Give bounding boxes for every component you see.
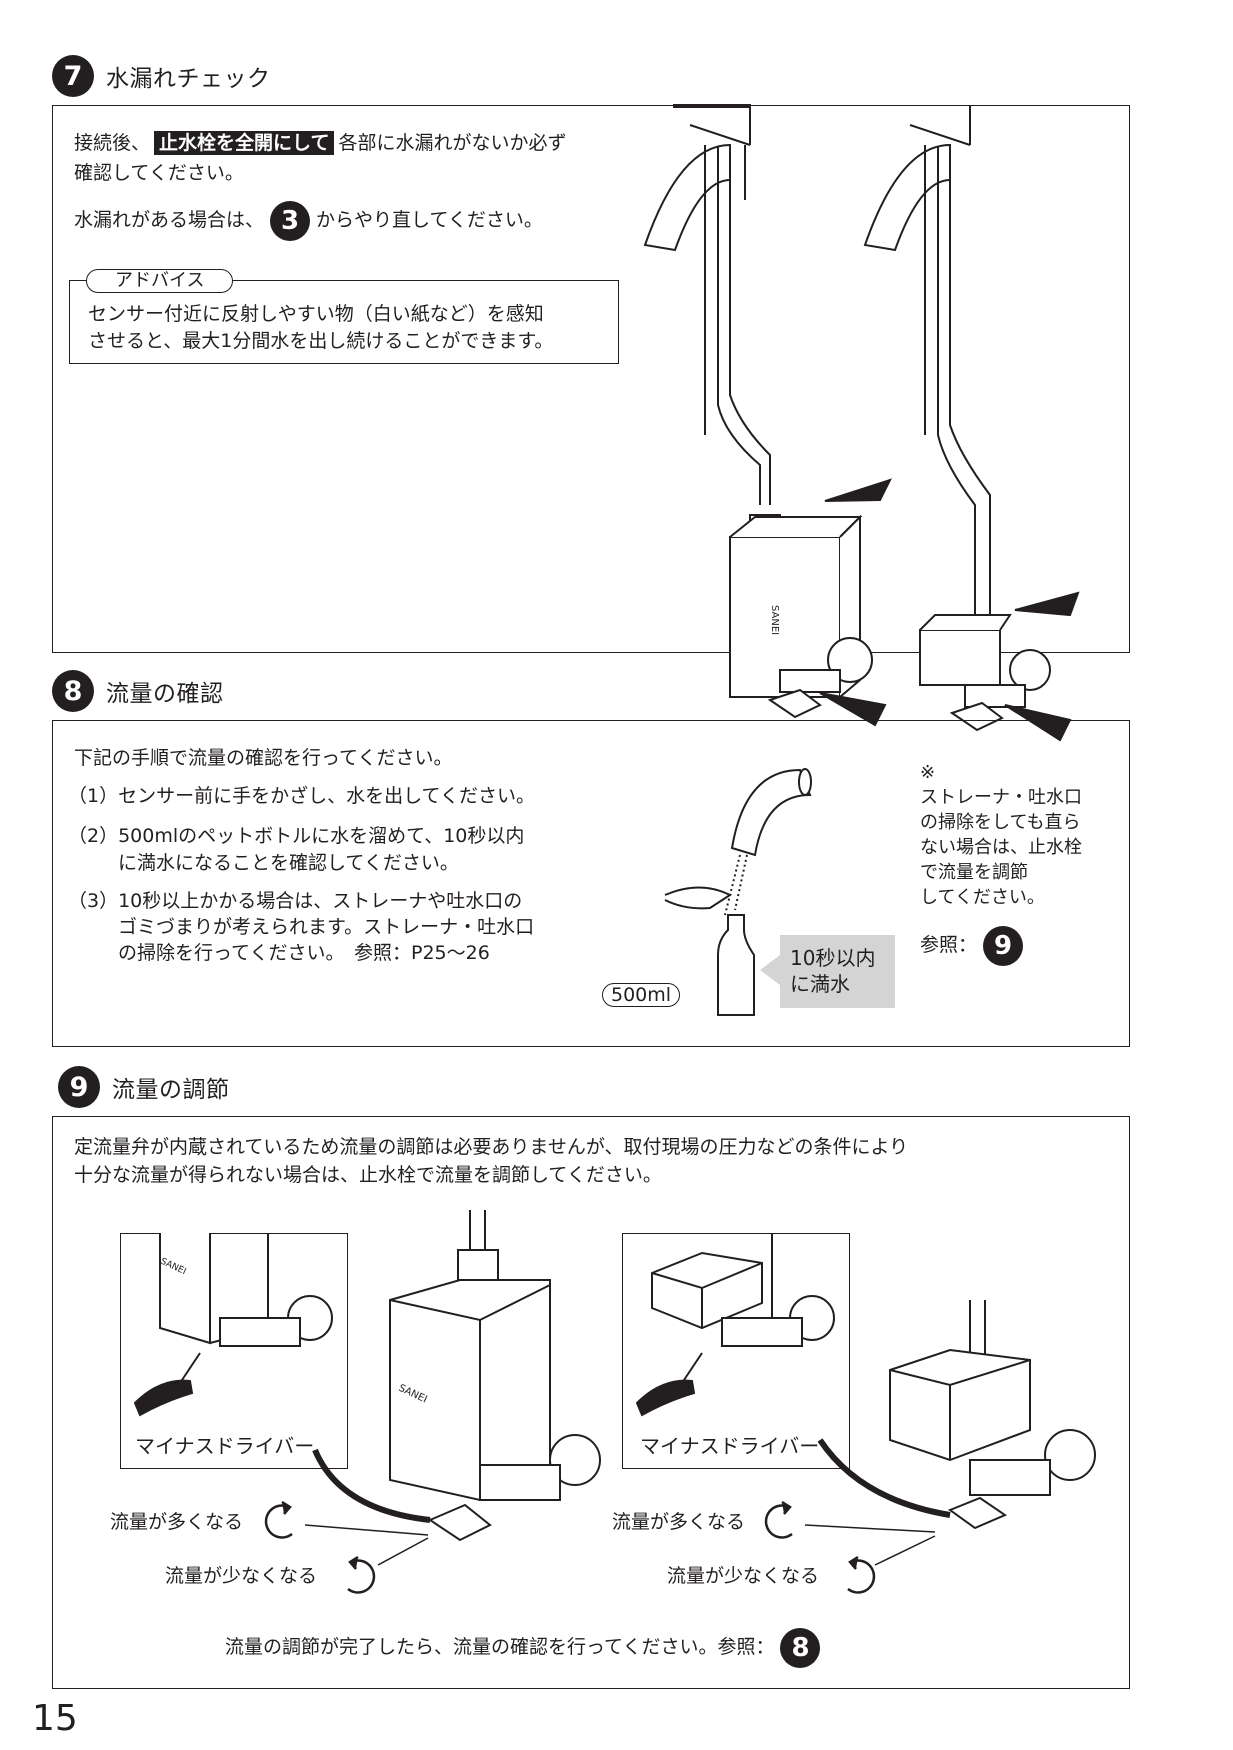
step-reference-badge: 8 bbox=[780, 1627, 821, 1668]
flow-check-intro: 下記の手順で流量の確認を行ってください。 bbox=[74, 747, 453, 769]
bottle-fill-illustration bbox=[664, 768, 812, 1016]
step-number-badge: 8 bbox=[52, 670, 94, 712]
more-flow-label-left: 流量が多くなる bbox=[110, 1511, 244, 1533]
instruction-text: 各部に水漏れがないか必ず bbox=[338, 132, 567, 154]
flow-check-step-1: （1）センサー前に手をかざし、水を出してください。 bbox=[68, 785, 535, 807]
pointer-lines-right bbox=[804, 1524, 936, 1566]
section-9-box bbox=[52, 1116, 1130, 1689]
footer-text: 流量の調節が完了したら、流量の確認を行ってください。参照： bbox=[225, 1636, 775, 1658]
side-note-line: で流量を調節 bbox=[920, 862, 1028, 883]
side-note-line: ない場合は、止水栓 bbox=[920, 837, 1082, 858]
flow-check-step-2-line-1: （2）500mlのペットボトルに水を溜めて、10秒以内 bbox=[68, 825, 525, 847]
instruction-text: 水漏れがある場合は、 bbox=[74, 209, 265, 231]
control-unit-illustration-left: SANEI bbox=[312, 1210, 601, 1542]
note-pointer bbox=[760, 955, 780, 985]
section-title: 水漏れチェック bbox=[106, 66, 271, 92]
page-number: 15 bbox=[32, 1698, 78, 1739]
less-flow-label-right: 流量が少なくなる bbox=[667, 1565, 820, 1587]
advice-line-2: させると、最大1分間水を出し続けることができます。 bbox=[88, 330, 554, 352]
instruction-line-2: 確認してください。 bbox=[74, 162, 244, 184]
side-note-line: ストレーナ・吐水口 bbox=[920, 787, 1082, 808]
screwdriver-inset-left bbox=[120, 1233, 348, 1469]
side-note-line: してください。 bbox=[920, 887, 1045, 908]
side-note: ※ ストレーナ・吐水口 の掃除をしても直ら ない場合は、止水栓 で流量を調節 し… bbox=[920, 760, 1082, 910]
pointer-lines-left bbox=[304, 1524, 429, 1566]
section-9-header: 9 流量の調節 bbox=[58, 1066, 230, 1108]
note-text: に満水 bbox=[790, 972, 850, 996]
section-8-header: 8 流量の確認 bbox=[52, 670, 224, 712]
advice-tag: アドバイス bbox=[86, 269, 234, 293]
flow-adjust-intro-line-2: 十分な流量が得られない場合は、止水栓で流量を調節してください。 bbox=[74, 1164, 662, 1186]
side-note-reference: 参照：9 bbox=[920, 925, 1029, 966]
clockwise-arrow-icon bbox=[847, 1555, 876, 1594]
counterclockwise-arrow-icon bbox=[264, 1500, 293, 1539]
more-flow-label-right: 流量が多くなる bbox=[612, 1511, 746, 1533]
screwdriver-label-right: マイナスドライバー bbox=[640, 1434, 820, 1458]
less-flow-label-left: 流量が少なくなる bbox=[165, 1565, 318, 1587]
side-note-line: の掃除をしても直ら bbox=[920, 812, 1081, 833]
flow-check-step-3-line-3: の掃除を行ってください。 参照：P25～26 bbox=[118, 942, 490, 964]
screwdriver-adjust-illustration-left: SANEI bbox=[133, 1233, 333, 1417]
flow-check-step-3-line-1: （3）10秒以上かかる場合は、ストレーナや吐水口の bbox=[68, 890, 523, 912]
section-title: 流量の調節 bbox=[112, 1077, 230, 1103]
step-number-badge: 9 bbox=[58, 1066, 100, 1108]
advice-line-1: センサー付近に反射しやすい物（白い紙など）を感知 bbox=[88, 303, 544, 325]
step-reference-badge: 9 bbox=[983, 925, 1024, 966]
section-8-box bbox=[52, 720, 1130, 1047]
highlight-text: 止水栓を全開にして bbox=[154, 131, 335, 155]
instruction-text: からやり直してください。 bbox=[316, 209, 543, 231]
advice-box bbox=[69, 280, 619, 364]
clockwise-arrow-icon bbox=[347, 1555, 376, 1594]
section-7-box bbox=[52, 105, 1130, 653]
flow-adjust-footer: 流量の調節が完了したら、流量の確認を行ってください。参照：8 bbox=[225, 1626, 826, 1668]
section-7-header: 7 水漏れチェック bbox=[52, 55, 271, 97]
reference-label: 参照： bbox=[920, 934, 978, 956]
instruction-line-1: 接続後、止水栓を全開にして各部に水漏れがないか必ず bbox=[74, 130, 566, 157]
flow-check-step-2-line-2: に満水になることを確認してください。 bbox=[118, 852, 459, 874]
brand-mark: SANEI bbox=[769, 605, 780, 635]
counterclockwise-arrow-icon bbox=[764, 1500, 793, 1539]
flow-adjust-intro-line-1: 定流量弁が内蔵されているため流量の調節は必要ありませんが、取付現場の圧力などの条… bbox=[74, 1136, 909, 1158]
screwdriver-label-left: マイナスドライバー bbox=[135, 1434, 315, 1458]
note-mark: ※ bbox=[920, 762, 936, 783]
screwdriver-adjust-illustration-right bbox=[635, 1233, 835, 1417]
faucet-installation-illustration: SANEI bbox=[643, 104, 1080, 742]
note-text: 10秒以内 bbox=[790, 946, 876, 970]
step-reference-badge: 3 bbox=[270, 200, 311, 241]
bottle-volume-label: 500ml bbox=[602, 983, 681, 1007]
control-unit-illustration-right bbox=[817, 1300, 1096, 1530]
step-number-badge: 7 bbox=[52, 55, 94, 97]
fill-time-note: 10秒以内 に満水 bbox=[780, 935, 895, 1008]
flow-check-step-3-line-2: ゴミづまりが考えられます。ストレーナ・吐水口 bbox=[118, 916, 535, 938]
section-title: 流量の確認 bbox=[106, 681, 224, 707]
instruction-text: 接続後、 bbox=[74, 132, 151, 154]
